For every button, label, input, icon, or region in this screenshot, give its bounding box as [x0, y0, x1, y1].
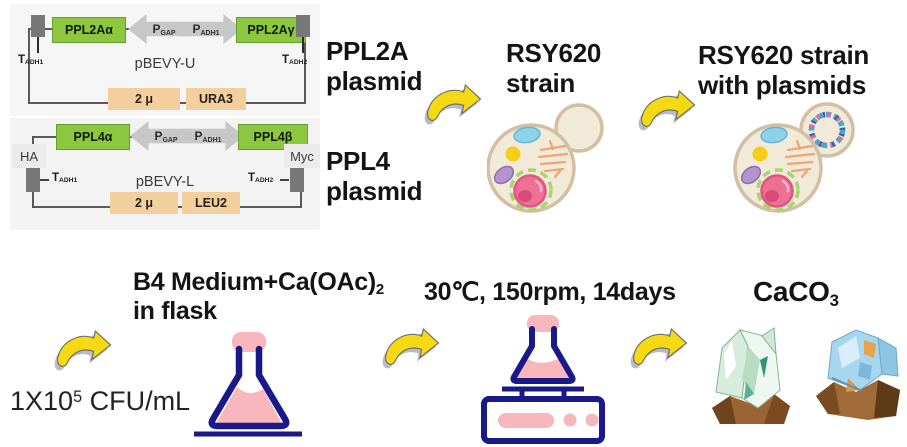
terminator-tick-right	[302, 37, 304, 53]
flask-icon	[194, 332, 302, 437]
plasmid-map-ppl2a: TADH1 PPL2Aα PGAP PADH1 PPL2Aγ TADH2 pBE…	[10, 4, 320, 116]
tag-box-ha: HA	[12, 144, 46, 168]
backbone-name: pBEVY-U	[134, 56, 196, 72]
flow-arrow-icon	[638, 89, 696, 131]
organelles	[740, 126, 816, 212]
gene-box-ppl2a-gamma: PPL2Aγ	[236, 17, 306, 43]
tag-box-myc: Myc	[284, 144, 320, 168]
terminator-label-right: TADH2	[282, 54, 308, 67]
flow-arrow-icon	[630, 327, 688, 369]
backbone-name: pBEVY-L	[135, 174, 195, 190]
inoculum-label: 1X105 CFU/mL	[10, 386, 191, 416]
terminator-dash-right	[280, 179, 289, 181]
marker-ura3: URA3	[186, 88, 246, 110]
conditions-label: 30℃, 150rpm, 14days	[424, 278, 676, 306]
marker-leu2: LEU2	[182, 192, 240, 214]
gene-box-ppl2a-alpha: PPL2Aα	[52, 17, 126, 43]
marker-2mu: 2 μ	[108, 88, 180, 110]
terminator-block-right	[290, 168, 304, 192]
flow-arrow-icon	[54, 329, 112, 371]
yeast-cell-icon	[487, 103, 604, 213]
gene-box-ppl4-beta: PPL4β	[238, 124, 308, 150]
yeast-cell-with-plasmid-icon	[733, 102, 855, 213]
gene-box-ppl4-alpha: PPL4α	[56, 124, 130, 150]
terminator-block-left	[26, 168, 40, 192]
terminator-dash-left	[40, 179, 49, 181]
plasmid-ring-icon	[808, 111, 846, 149]
terminator-label-left: TADH1	[52, 172, 78, 185]
blue-calcite-crystal-icon	[816, 329, 900, 420]
flow-arrow-icon	[382, 327, 440, 369]
organelles	[493, 126, 569, 212]
terminator-block-left	[31, 15, 45, 37]
terminator-label-left: TADH1	[18, 54, 44, 67]
caco3-label: CaCO3	[753, 276, 839, 310]
plasmid-map-ppl4: PPL4α PGAP PADH1 PPL4β HA Myc TADH1 TADH…	[10, 118, 320, 230]
green-calcite-crystal-icon	[712, 327, 790, 424]
shaker-icon	[481, 315, 605, 444]
terminator-block-right	[296, 15, 310, 37]
marker-2mu: 2 μ	[110, 192, 178, 214]
terminator-label-right: TADH2	[248, 172, 274, 185]
medium-label: B4 Medium+Ca(OAc)2 in flask	[133, 268, 384, 325]
flow-arrow-icon	[424, 83, 482, 125]
terminator-tick-left	[37, 37, 39, 53]
